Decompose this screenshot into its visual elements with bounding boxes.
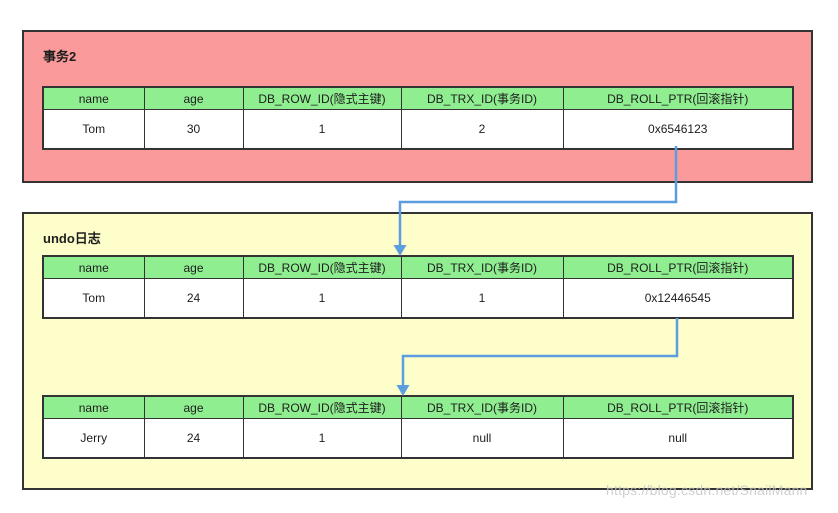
cell-db-trx-id: 2: [400, 109, 564, 150]
cell-name: Tom: [42, 109, 145, 150]
cell-age: 24: [143, 418, 244, 459]
col-header-db-roll-ptr: DB_ROLL_PTR(回滚指针): [562, 255, 794, 279]
watermark: https://blog.csdn.net/SnailMann: [606, 482, 808, 498]
transaction-record-table: name age DB_ROW_ID(隐式主键) DB_TRX_ID(事务ID)…: [42, 86, 794, 150]
col-header-age: age: [143, 86, 244, 110]
col-header-db-row-id: DB_ROW_ID(隐式主键): [242, 255, 402, 279]
table-header-row: name age DB_ROW_ID(隐式主键) DB_TRX_ID(事务ID)…: [42, 255, 794, 279]
cell-db-roll-ptr: 0x12446545: [562, 278, 794, 319]
transaction-panel-title: 事务2: [43, 49, 77, 64]
col-header-db-roll-ptr: DB_ROLL_PTR(回滚指针): [562, 86, 794, 110]
table-row: Tom 30 1 2 0x6546123: [42, 109, 794, 150]
table-header-row: name age DB_ROW_ID(隐式主键) DB_TRX_ID(事务ID)…: [42, 86, 794, 110]
col-header-db-trx-id: DB_TRX_ID(事务ID): [400, 86, 564, 110]
cell-name: Jerry: [42, 418, 145, 459]
col-header-age: age: [143, 395, 244, 419]
cell-db-row-id: 1: [242, 418, 402, 459]
cell-age: 24: [143, 278, 244, 319]
col-header-name: name: [42, 86, 145, 110]
col-header-age: age: [143, 255, 244, 279]
cell-db-row-id: 1: [242, 278, 402, 319]
cell-db-roll-ptr: 0x6546123: [562, 109, 794, 150]
transaction-panel: 事务2 name age DB_ROW_ID(隐式主键) DB_TRX_ID(事…: [22, 30, 813, 183]
cell-db-trx-id: 1: [400, 278, 564, 319]
table-header-row: name age DB_ROW_ID(隐式主键) DB_TRX_ID(事务ID)…: [42, 395, 794, 419]
col-header-db-row-id: DB_ROW_ID(隐式主键): [242, 86, 402, 110]
col-header-db-trx-id: DB_TRX_ID(事务ID): [400, 255, 564, 279]
col-header-name: name: [42, 255, 145, 279]
col-header-db-trx-id: DB_TRX_ID(事务ID): [400, 395, 564, 419]
col-header-name: name: [42, 395, 145, 419]
cell-db-roll-ptr: null: [562, 418, 794, 459]
undo-record-table-1: name age DB_ROW_ID(隐式主键) DB_TRX_ID(事务ID)…: [42, 255, 794, 319]
cell-name: Tom: [42, 278, 145, 319]
cell-db-row-id: 1: [242, 109, 402, 150]
table-row: Jerry 24 1 null null: [42, 418, 794, 459]
undo-log-panel-title: undo日志: [43, 231, 101, 246]
cell-age: 30: [143, 109, 244, 150]
col-header-db-row-id: DB_ROW_ID(隐式主键): [242, 395, 402, 419]
undo-log-panel: undo日志 name age DB_ROW_ID(隐式主键) DB_TRX_I…: [22, 212, 813, 490]
undo-record-table-2: name age DB_ROW_ID(隐式主键) DB_TRX_ID(事务ID)…: [42, 395, 794, 459]
col-header-db-roll-ptr: DB_ROLL_PTR(回滚指针): [562, 395, 794, 419]
cell-db-trx-id: null: [400, 418, 564, 459]
table-row: Tom 24 1 1 0x12446545: [42, 278, 794, 319]
